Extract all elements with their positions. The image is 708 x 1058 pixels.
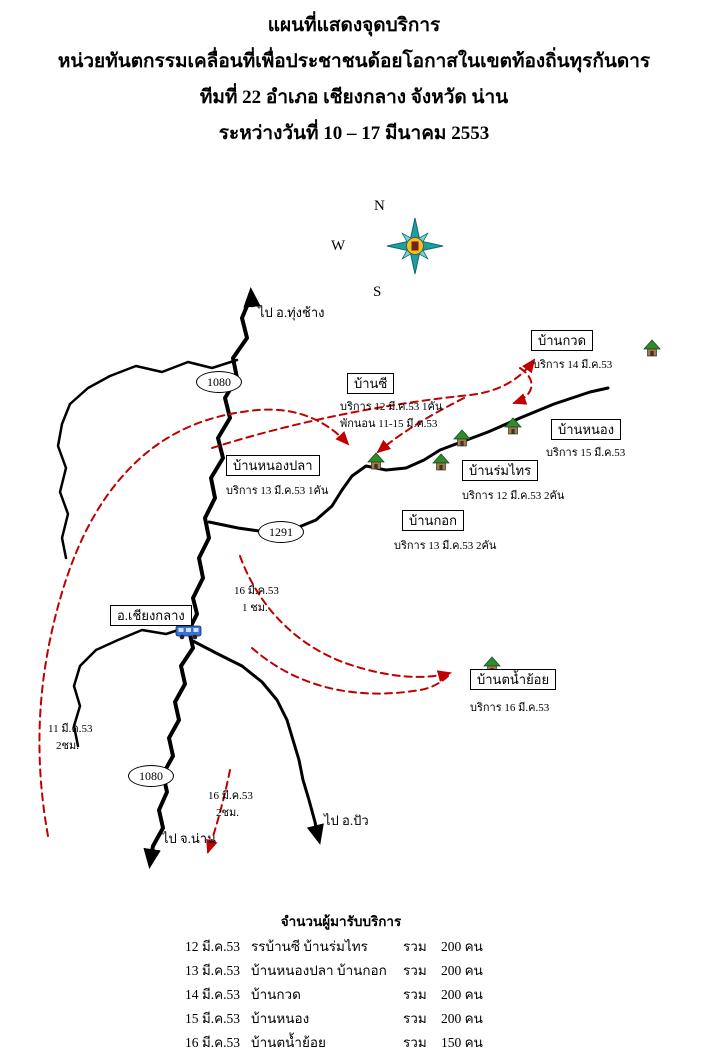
summary-total-label: รวม — [403, 939, 427, 954]
route-arrow-south-short — [206, 769, 231, 854]
summary-date: 13 มี.ค.53 — [185, 963, 241, 978]
summary-date: 16 มี.ค.53 — [185, 1035, 241, 1050]
summary-row: 12 มี.ค.53 รรบ้านซี บ้านร่มไทร รวม 200 ค… — [185, 935, 497, 959]
document-header: แผนที่แสดงจุดบริการ หน่วยทันตกรรมเคลื่อน… — [0, 8, 708, 152]
route-note-duration: 2ชม. — [216, 807, 239, 819]
direction-label-nan: ไป จ.น่าน — [162, 831, 216, 846]
title-line-2: หน่วยทันตกรรมเคลื่อนที่เพื่อประชาชนด้อยโ… — [57, 51, 651, 72]
route-arrow-to-cluster — [376, 397, 465, 454]
place-note-kok: บริการ 13 มี.ค.53 2คัน — [394, 540, 497, 552]
place-box-romsai: บ้านร่มไทร — [462, 460, 539, 481]
route-note-3: 16 มี.ค.53 2ชม. — [208, 788, 253, 822]
compass-label-west: W — [331, 238, 346, 254]
road-number-oval-1080-north: 1080 — [196, 371, 242, 393]
route-note-duration: 2ชม. — [56, 740, 79, 752]
compass-label-south: S — [373, 284, 382, 300]
place-box-tanamyoi: บ้านตน้ำย้อย — [470, 669, 557, 690]
route-note-date: 16 มี.ค.53 — [234, 585, 279, 597]
summary-date: 14 มี.ค.53 — [185, 987, 241, 1002]
summary-date: 12 มี.ค.53 — [185, 939, 241, 954]
place-note-tanamyoi: บริการ 16 มี.ค.53 — [470, 702, 550, 714]
summary-total-label: รวม — [403, 1011, 427, 1026]
place-note-romsai: บริการ 12 มี.ค.53 2คัน — [462, 490, 565, 502]
route-curve-lower — [251, 647, 449, 695]
direction-label-pua: ไป อ.ปัว — [324, 813, 369, 828]
place-box-si: บ้านซี — [347, 373, 395, 394]
route-note-2: 11 มี.ค.53 2ชม. — [48, 721, 92, 755]
road-arrow-southeast — [306, 822, 324, 845]
place-note-kuad: บริการ 14 มี.ค.53 — [533, 359, 613, 371]
compass-label-north: N — [374, 198, 385, 214]
summary-count: 150 คน — [441, 1035, 483, 1050]
summary-places: บ้านหนองปลา บ้านกอก — [251, 963, 387, 978]
house-icon — [643, 339, 661, 357]
northwest-branch-road — [56, 358, 239, 560]
summary-count: 200 คน — [441, 1011, 483, 1026]
road-number-oval-1080-south: 1080 — [128, 765, 174, 787]
title-line-1: แผนที่แสดงจุดบริการ — [267, 15, 441, 36]
summary-places: บ้านกวด — [251, 987, 301, 1002]
southeast-road-pua — [189, 638, 321, 840]
district-box-chiangklang: อ.เชียงกลาง — [110, 605, 192, 626]
west-branch-road — [72, 624, 193, 748]
summary-date: 15 มี.ค.53 — [185, 1011, 241, 1026]
route-note-date: 16 มี.ค.53 — [208, 790, 253, 802]
road-number-oval-1291: 1291 — [258, 521, 304, 543]
place-box-kuad: บ้านกวด — [531, 330, 594, 351]
place-note-nong: บริการ 15 มี.ค.53 — [546, 447, 626, 459]
summary-title: จำนวนผู้มารับบริการ — [280, 914, 402, 929]
place-note-si-2: พักนอน 11-15 มี.ค.53 — [340, 418, 438, 430]
summary-total-label: รวม — [403, 963, 427, 978]
direction-label-thungchang: ไป อ.ทุ่งช้าง — [258, 305, 325, 320]
route-arrow-to-tanamyoi — [239, 555, 452, 682]
place-box-nongpla: บ้านหนองปลา — [226, 455, 320, 476]
place-note-si-1: บริการ 12 มี.ค.53 1คัน — [340, 401, 443, 413]
summary-row: 13 มี.ค.53 บ้านหนองปลา บ้านกอก รวม 200 ค… — [185, 959, 497, 983]
summary-total-label: รวม — [403, 1035, 427, 1050]
mobile-unit-bus-icon — [175, 625, 202, 640]
route-note-duration: 1 ชม. — [242, 602, 268, 614]
summary-count: 200 คน — [441, 987, 483, 1002]
route-arrow-west-loop — [38, 408, 350, 837]
summary-row: 16 มี.ค.53 บ้านตน้ำย้อย รวม 150 คน — [185, 1031, 497, 1055]
summary-places: รรบ้านซี บ้านร่มไทร — [251, 939, 368, 954]
road-network — [56, 287, 610, 869]
title-line-3: ทีมที่ 22 อำเภอ เชียงกลาง จังหวัด น่าน — [199, 87, 509, 108]
route-arrow-loop-back — [512, 367, 533, 405]
summary-count: 200 คน — [441, 939, 483, 954]
route-arrow-to-kuad — [211, 358, 536, 449]
place-note-nongpla: บริการ 13 มี.ค.53 1คัน — [226, 485, 329, 497]
place-box-nong: บ้านหนอง — [551, 419, 622, 440]
travel-routes — [38, 358, 536, 854]
route-note-date: 11 มี.ค.53 — [48, 723, 93, 735]
summary-total-label: รวม — [403, 987, 427, 1002]
road-arrow-south — [143, 847, 161, 869]
summary-places: บ้านหนอง — [251, 1011, 310, 1026]
house-icon — [432, 453, 450, 471]
compass-rose-icon — [386, 217, 444, 275]
route-note-1: 16 มี.ค.53 1 ชม. — [234, 583, 279, 617]
title-line-4: ระหว่างวันที่ 10 – 17 มีนาคม 2553 — [218, 123, 490, 144]
summary-count: 200 คน — [441, 963, 483, 978]
summary-row: 15 มี.ค.53 บ้านหนอง รวม 200 คน — [185, 1007, 497, 1031]
road-arrow-north — [243, 287, 261, 308]
house-icon — [504, 417, 522, 435]
east-road-1291 — [207, 386, 610, 534]
summary-places: บ้านตน้ำย้อย — [251, 1035, 326, 1050]
place-box-kok: บ้านกอก — [402, 510, 464, 531]
summary-row: 14 มี.ค.53 บ้านกวด รวม 200 คน — [185, 983, 497, 1007]
service-summary: จำนวนผู้มารับบริการ 12 มี.ค.53 รรบ้านซี … — [185, 910, 497, 1055]
